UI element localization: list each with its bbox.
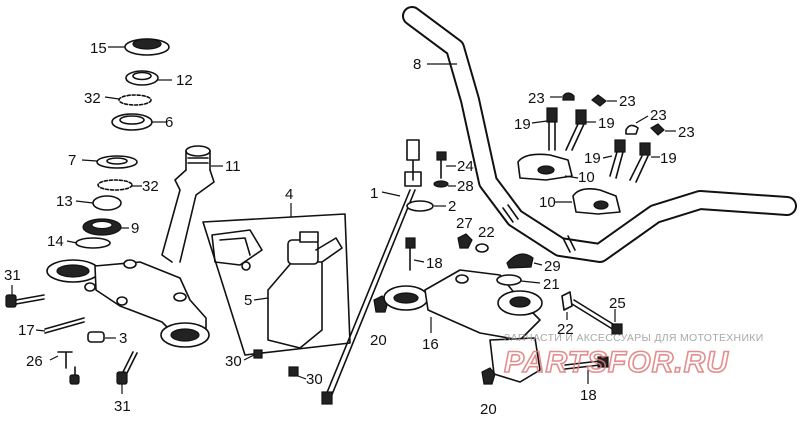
part-23-cap-c: [625, 115, 649, 135]
callout-4: 4: [285, 186, 293, 203]
callout-11: 11: [225, 158, 241, 175]
callout-18-lower: 18: [580, 387, 597, 404]
callout-19-b: 19: [598, 115, 615, 132]
part-30-screw-b: [288, 366, 299, 377]
part-4-ignition-assembly: [202, 203, 351, 380]
part-3-clip: [87, 331, 116, 343]
part-32-ball-race: [118, 94, 152, 106]
callout-3: 3: [119, 330, 127, 347]
part-32-lower-balls: [97, 179, 133, 191]
callout-13: 13: [56, 193, 73, 210]
part-27-nut: [457, 233, 473, 249]
callout-12: 12: [176, 72, 193, 89]
callout-8: 8: [413, 56, 421, 73]
callout-23: 23: [528, 90, 545, 107]
part-lower-bridge: [46, 259, 210, 348]
part-23-cap-a: [550, 92, 575, 101]
part-22-washer-upper: [475, 243, 489, 253]
callout-25: 25: [609, 295, 626, 312]
callout-17: 17: [18, 322, 35, 339]
part-16-top-bridge: [383, 269, 543, 383]
callout-22: 22: [478, 224, 495, 241]
callout-10: 10: [578, 169, 595, 186]
part-13-race: [92, 195, 122, 211]
steering-stem-group: [5, 38, 223, 394]
watermark: ЗАПЧАСТИ И АКСЕССУАРЫ ДЛЯ МОТОТЕХНИКИ PA…: [503, 332, 764, 380]
part-23-cap-d: [650, 123, 676, 136]
part-23-cap-b: [591, 94, 617, 107]
callout-1: 1: [370, 185, 378, 202]
part-11-steering-stem: [161, 145, 223, 263]
part-19-bolt-c: [602, 139, 626, 179]
callout-19-c: 19: [584, 150, 601, 167]
callout-30-lower: 30: [306, 371, 323, 388]
callout-5: 5: [244, 292, 252, 309]
callout-22-lower: 22: [557, 321, 574, 338]
part-1-cable: [321, 139, 422, 405]
callout-18: 18: [426, 255, 443, 272]
callout-23-c: 23: [650, 107, 667, 124]
callout-2: 2: [448, 198, 456, 215]
part-22-washer-lower: [561, 291, 573, 320]
part-28-washer: [433, 180, 456, 188]
part-10-holder-a: [517, 153, 579, 181]
callout-23-d: 23: [678, 124, 695, 141]
callout-16: 16: [422, 336, 439, 353]
part-19-bolt-b: [565, 109, 596, 151]
watermark-logo: PARTSFOR.RU: [504, 346, 729, 379]
callout-29: 29: [544, 258, 561, 275]
part-19-bolt-d: [629, 142, 660, 183]
part-25-bolt: [571, 299, 623, 335]
callout-32: 32: [84, 90, 101, 107]
part-20-nut-lower: [481, 367, 496, 385]
callout-30: 30: [225, 353, 242, 370]
part-24-bolt: [436, 151, 456, 179]
part-2-guide: [406, 200, 446, 212]
part-8-handlebar: [402, 6, 797, 263]
callout-27: 27: [456, 215, 473, 232]
callout-31: 31: [4, 267, 21, 284]
callout-20-lower: 20: [480, 401, 497, 418]
part-17-bolt: [35, 317, 85, 334]
callout-26: 26: [26, 353, 43, 370]
callout-labels: 15 12 32 6 7 32 13 9 14 11 31 17 3 26 31…: [4, 40, 695, 418]
callout-10-b: 10: [539, 194, 556, 211]
callout-21: 21: [543, 276, 560, 293]
callout-23-b: 23: [619, 93, 636, 110]
part-18-bolt-lower: [564, 356, 609, 384]
callout-14: 14: [47, 233, 64, 250]
callout-19-d: 19: [660, 150, 677, 167]
part-19-bolt-a: [531, 107, 558, 151]
part-31-bolt-upper: [5, 285, 45, 308]
callout-7: 7: [68, 152, 76, 169]
callout-24: 24: [457, 158, 474, 175]
part-31-bolt-lower: [116, 351, 138, 394]
callout-20: 20: [370, 332, 387, 349]
callout-15: 15: [90, 40, 107, 57]
callout-19: 19: [514, 116, 531, 133]
callout-9: 9: [131, 220, 139, 237]
part-26-screw: [49, 351, 80, 385]
callout-6: 6: [165, 114, 173, 131]
callout-31-lower: 31: [114, 398, 131, 415]
watermark-caption: ЗАПЧАСТИ И АКСЕССУАРЫ ДЛЯ МОТОТЕХНИКИ: [504, 332, 764, 344]
part-30-screw-a: [253, 349, 263, 359]
part-5-switch-body: [267, 261, 323, 349]
part-21-washer: [496, 274, 541, 286]
callout-32-lower: 32: [142, 178, 159, 195]
part-7-dust-seal: [96, 155, 138, 169]
part-14-seal: [75, 237, 111, 249]
part-10-holder-b: [554, 188, 621, 215]
part-29-cap: [506, 253, 543, 269]
part-18-bolt-upper: [405, 237, 425, 271]
callout-28: 28: [457, 178, 474, 195]
